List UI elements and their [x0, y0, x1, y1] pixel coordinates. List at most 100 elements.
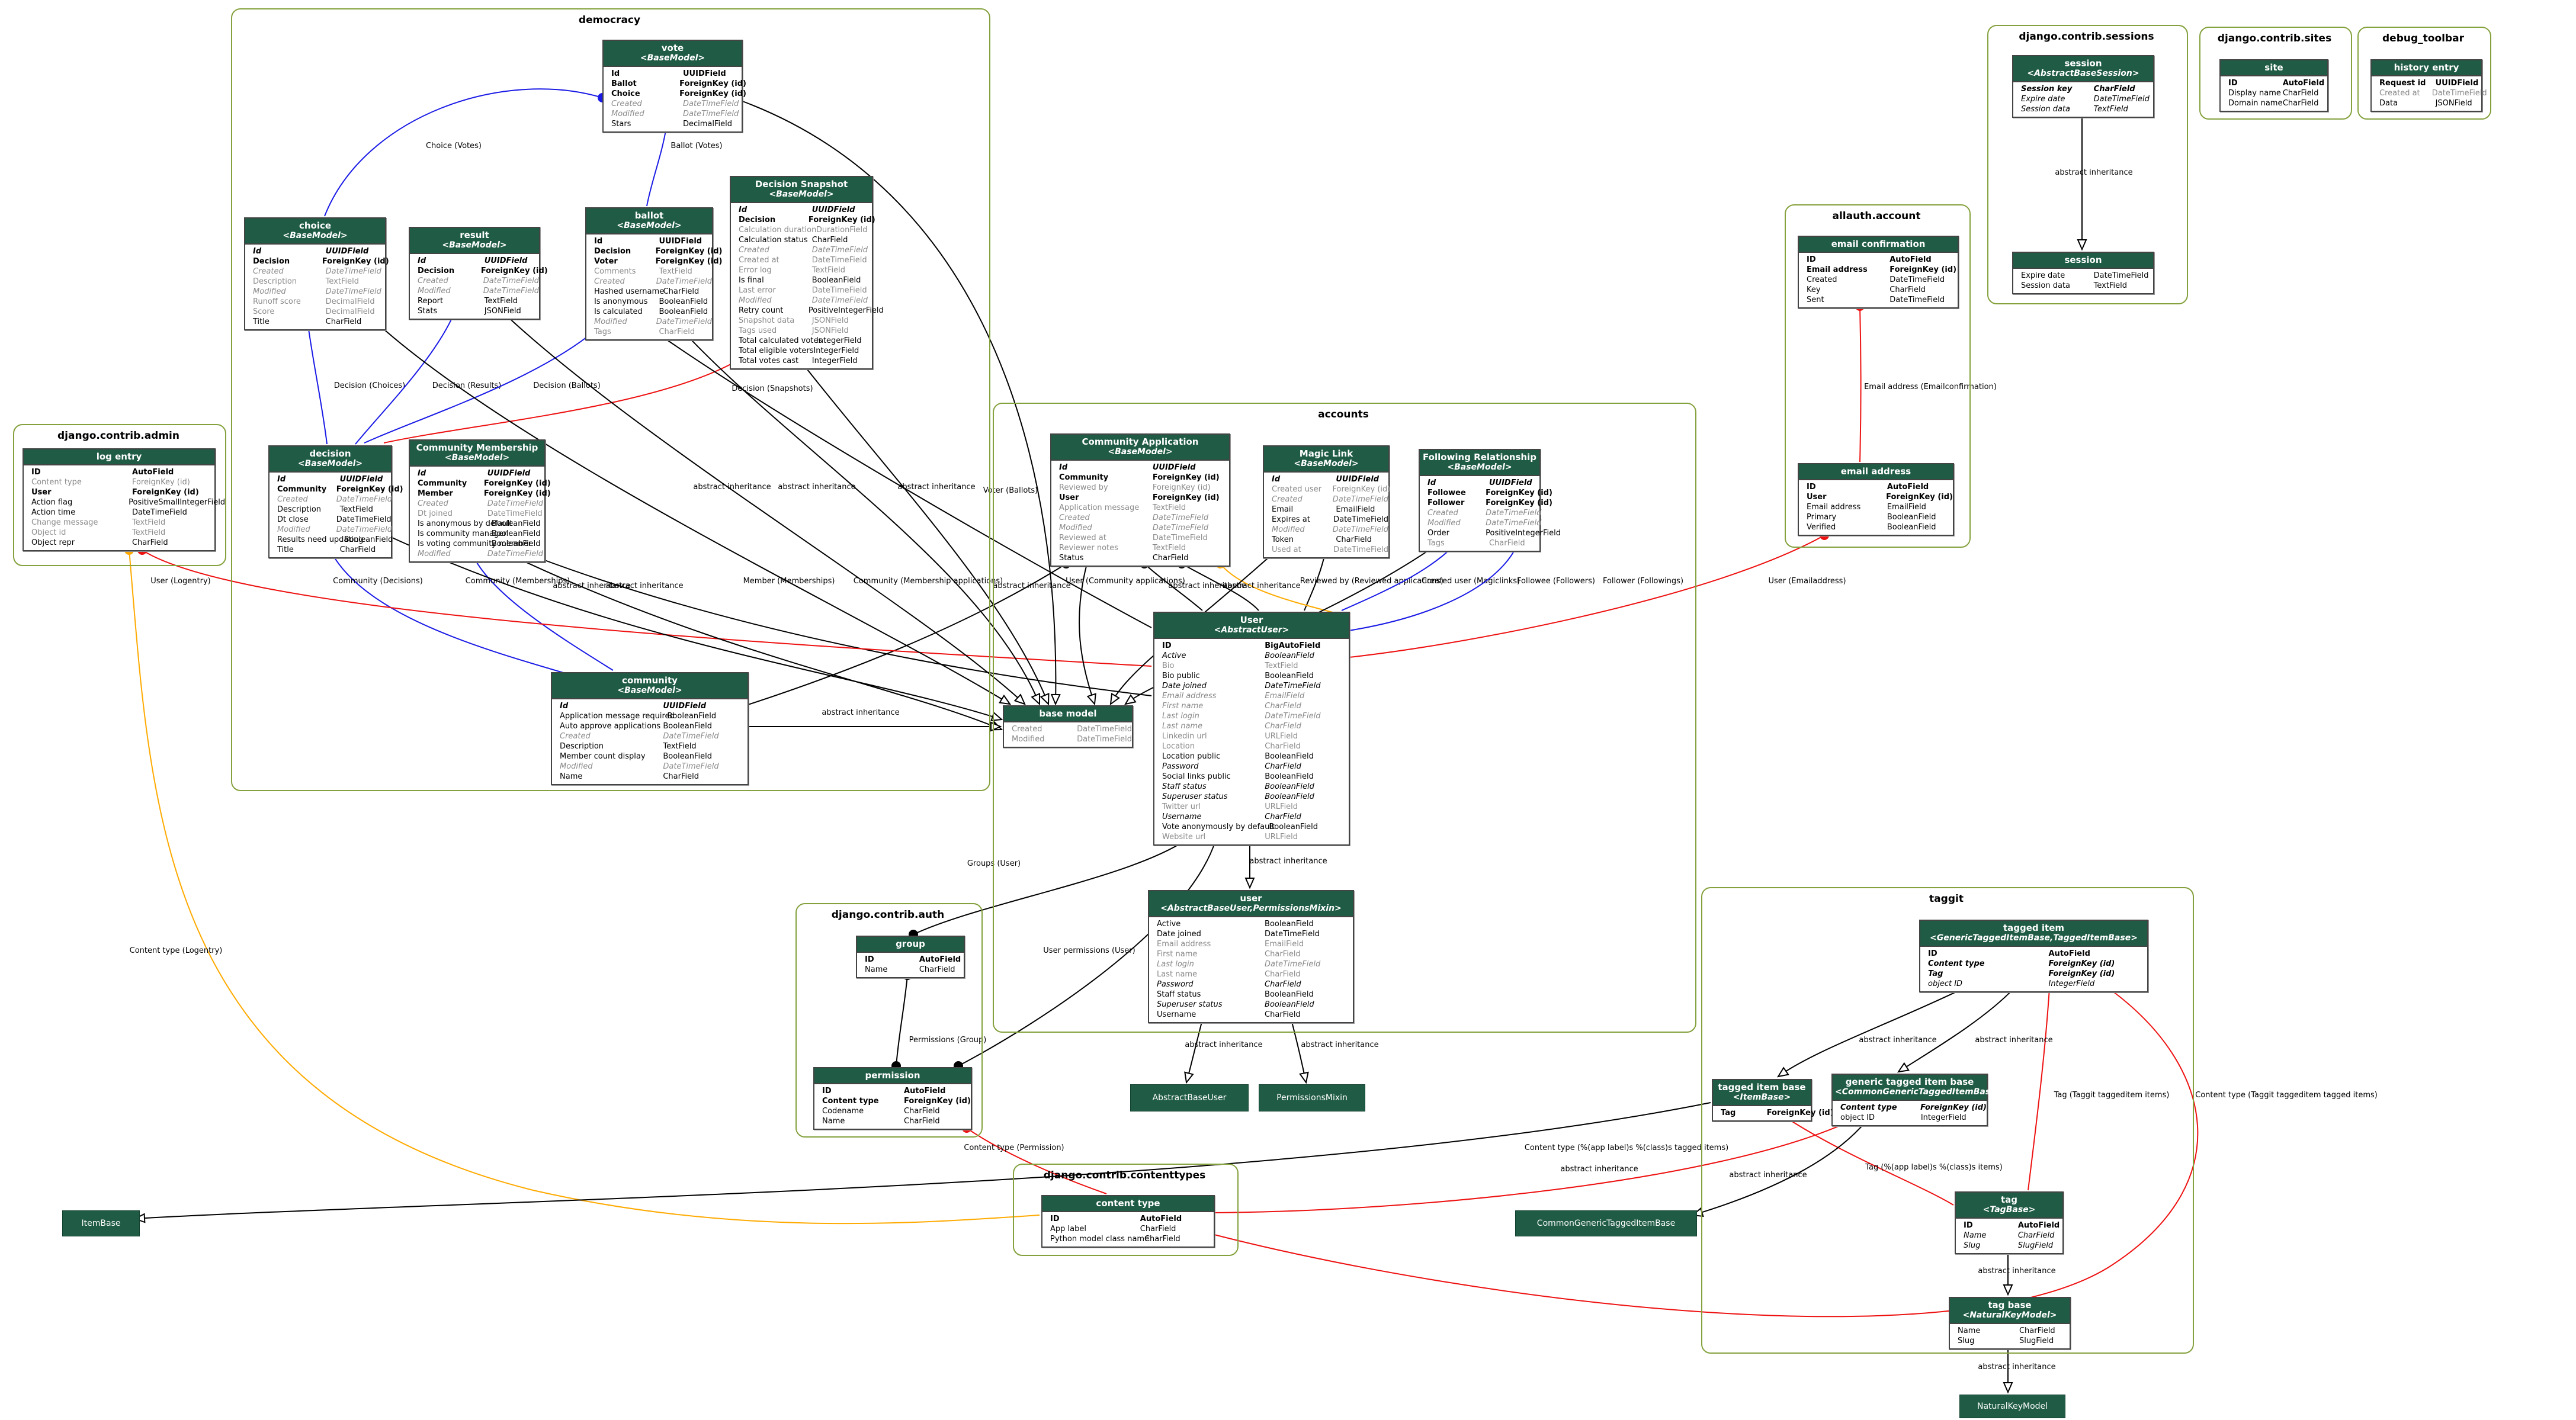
- field-name: Id: [1059, 463, 1068, 472]
- field-type: TextField: [659, 267, 692, 276]
- field-type: BooleanField: [663, 752, 712, 761]
- model-header: ballot<BaseModel>: [586, 208, 712, 234]
- edge-label: Decision (Choices): [334, 381, 405, 390]
- field-name: Session data: [2021, 281, 2071, 290]
- field-name: Application message: [1059, 503, 1140, 512]
- field-type: URLField: [1265, 833, 1298, 841]
- model-header: log entry: [24, 449, 214, 465]
- field-name: Id: [1427, 478, 1436, 487]
- field-type: ForeignKey (id): [904, 1097, 971, 1106]
- field-type: BooleanField: [1265, 752, 1314, 761]
- field-name: Modified: [1059, 523, 1092, 532]
- field-type: TextField: [811, 266, 846, 275]
- edge: [682, 330, 1040, 705]
- field-name: Session data: [2021, 105, 2071, 114]
- field-name: Created: [1807, 275, 1837, 284]
- field-name: Object repr: [31, 538, 75, 547]
- model-header: generic tagged item base<CommonGenericTa…: [1833, 1075, 2003, 1101]
- inheritance-arrowhead: [2003, 1382, 2013, 1394]
- field-name: Is anonymous by default: [418, 519, 513, 528]
- field-name: User: [1059, 493, 1079, 502]
- cluster-label-democracy: democracy: [578, 14, 641, 26]
- field-name: Name: [865, 965, 888, 974]
- model-stereotype: <BaseModel>: [1447, 462, 1512, 472]
- edge: [324, 88, 603, 217]
- edge: [896, 975, 908, 1066]
- field-name: Object id: [31, 528, 66, 537]
- field-name: Order: [1427, 529, 1449, 538]
- field-name: Created: [611, 99, 642, 108]
- field-type: DateTimeField: [1152, 513, 1209, 522]
- field-type: AutoField: [2048, 949, 2090, 958]
- field-name: Application message required: [560, 712, 675, 721]
- field-type: DateTimeField: [483, 287, 539, 295]
- model-generic-tagged-item-base: generic tagged item base<CommonGenericTa…: [1831, 1074, 2003, 1126]
- edge-label: Tag (%(app label)s %(class)s items): [1865, 1163, 2003, 1172]
- field-name: Name: [1958, 1326, 1981, 1335]
- field-type: ForeignKey (id): [1486, 489, 1552, 497]
- model-title: group: [896, 939, 925, 949]
- field-name: ID: [1928, 949, 1937, 958]
- model-header: history entry: [2372, 60, 2481, 76]
- field-name: Retry count: [739, 306, 784, 315]
- field-type: DateTimeField: [1265, 712, 1321, 721]
- field-name: Name: [822, 1117, 845, 1126]
- field-type: SlugField: [2019, 1337, 2054, 1345]
- field-type: AutoField: [131, 468, 174, 477]
- badge-permissionsmixin: PermissionsMixin: [1259, 1084, 1365, 1111]
- field-type: CharField: [1489, 539, 1525, 548]
- field-name: Created: [1059, 513, 1090, 522]
- field-name: Bio public: [1162, 672, 1200, 680]
- model-header: site: [2221, 60, 2327, 76]
- edge-label: Community (Membership applications): [854, 577, 1003, 586]
- inheritance-arrowhead: [1124, 694, 1137, 705]
- field-type: DecimalField: [325, 297, 375, 306]
- edge-label: Decision (Snapshots): [732, 384, 813, 393]
- model-stereotype: <NaturalKeyModel>: [1962, 1310, 2057, 1320]
- field-name: Display name: [2228, 89, 2281, 98]
- field-name: Action flag: [31, 498, 73, 507]
- model-title: Magic Link: [1299, 448, 1353, 459]
- inheritance-arrowhead: [1897, 1062, 1910, 1073]
- inheritance-arrowhead: [1013, 693, 1026, 705]
- field-type: BooleanField: [491, 539, 541, 548]
- field-name: Hashed username: [594, 287, 665, 296]
- edge-label: Groups (User): [967, 859, 1021, 868]
- edge: [1214, 1121, 1850, 1213]
- field-name: Content type: [1928, 959, 1985, 968]
- model-title: session: [2064, 58, 2102, 69]
- field-type: DateTimeField: [663, 732, 719, 741]
- field-type: ForeignKey (id): [131, 488, 199, 497]
- model-title: tagged item base: [1718, 1082, 1806, 1093]
